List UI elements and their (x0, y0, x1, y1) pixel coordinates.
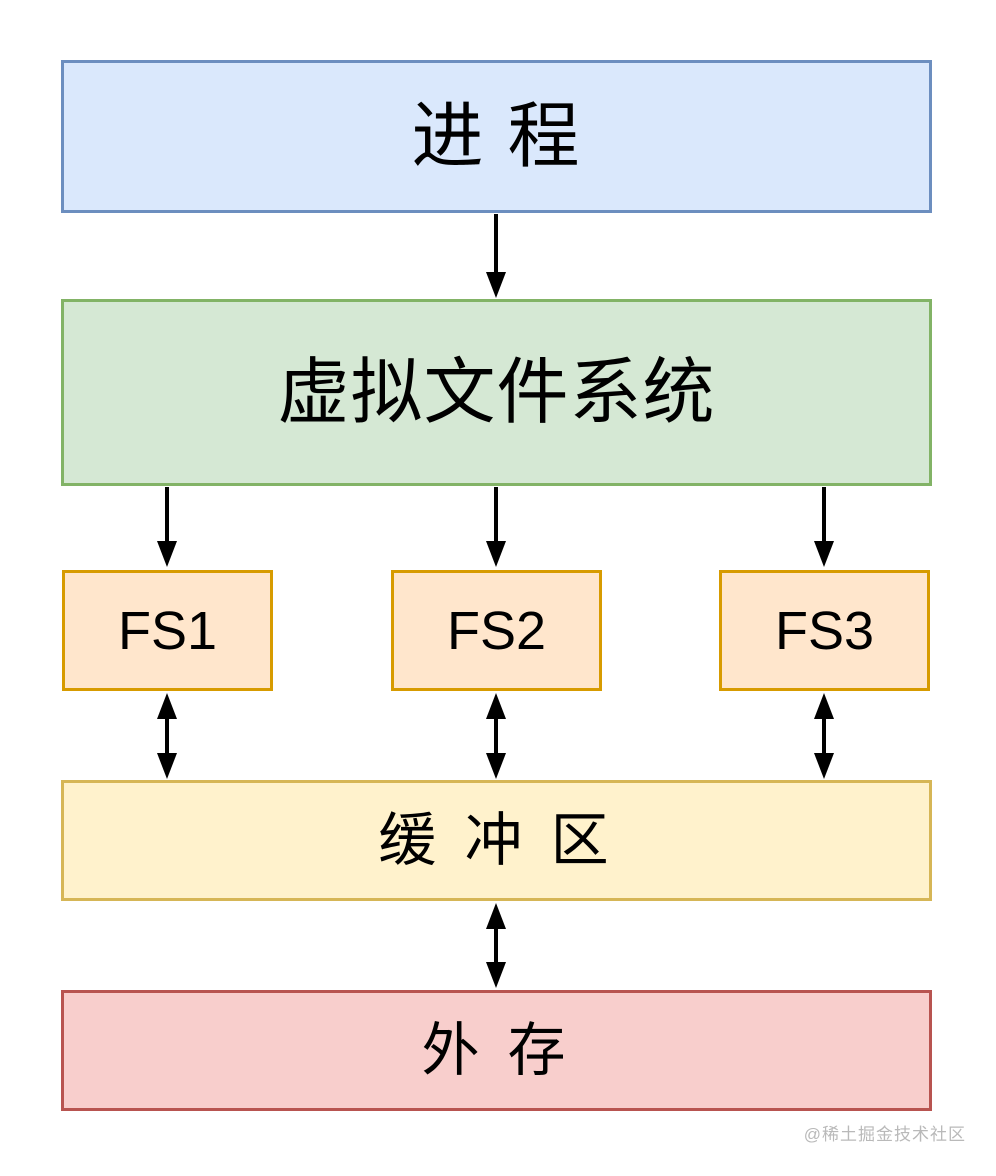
node-fs3: FS3 (719, 570, 930, 691)
node-external-storage: 外 存 (61, 990, 932, 1111)
watermark-juejin-community: @稀土掘金技术社区 (803, 1125, 966, 1144)
node-fs3-label: FS3 (774, 600, 875, 661)
node-process-label: 进 程 (411, 96, 582, 177)
node-process: 进 程 (61, 60, 932, 213)
arrow-fs1-buffer-bidirectional (157, 693, 177, 779)
node-fs2: FS2 (391, 570, 602, 691)
node-fs2-label: FS2 (446, 600, 547, 661)
arrow-fs3-buffer-bidirectional (814, 693, 834, 779)
node-fs1-label: FS1 (117, 600, 218, 661)
node-virtual-file-system: 虚拟文件系统 (61, 299, 932, 486)
arrow-vfs-to-fs2 (486, 487, 506, 567)
node-fs1: FS1 (62, 570, 273, 691)
node-virtual-file-system-label: 虚拟文件系统 (277, 352, 716, 433)
arrow-process-to-vfs (486, 214, 506, 298)
node-buffer: 缓 冲 区 (61, 780, 932, 901)
arrow-vfs-to-fs3 (814, 487, 834, 567)
arrow-fs2-buffer-bidirectional (486, 693, 506, 779)
arrow-vfs-to-fs1 (157, 487, 177, 567)
node-external-storage-label: 外 存 (421, 1017, 572, 1083)
arrow-buffer-storage-bidirectional (486, 903, 506, 988)
node-buffer-label: 缓 冲 区 (378, 807, 615, 873)
